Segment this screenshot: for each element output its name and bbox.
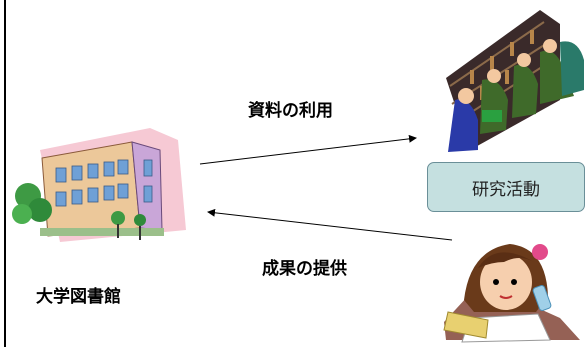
usage-arrow [199,134,417,165]
results-label: 成果の提供 [262,259,347,279]
library-label: 大学図書館 [36,287,121,307]
researchers-bookshelf-icon [446,10,584,152]
results-arrow [207,208,453,241]
research-activity-box: 研究活動 [427,162,585,212]
library-building-icon [12,128,186,242]
usage-label: 資料の利用 [248,101,333,121]
left-border-line [4,0,6,347]
research-activity-label: 研究活動 [472,179,540,200]
studying-girl-icon [443,244,580,343]
